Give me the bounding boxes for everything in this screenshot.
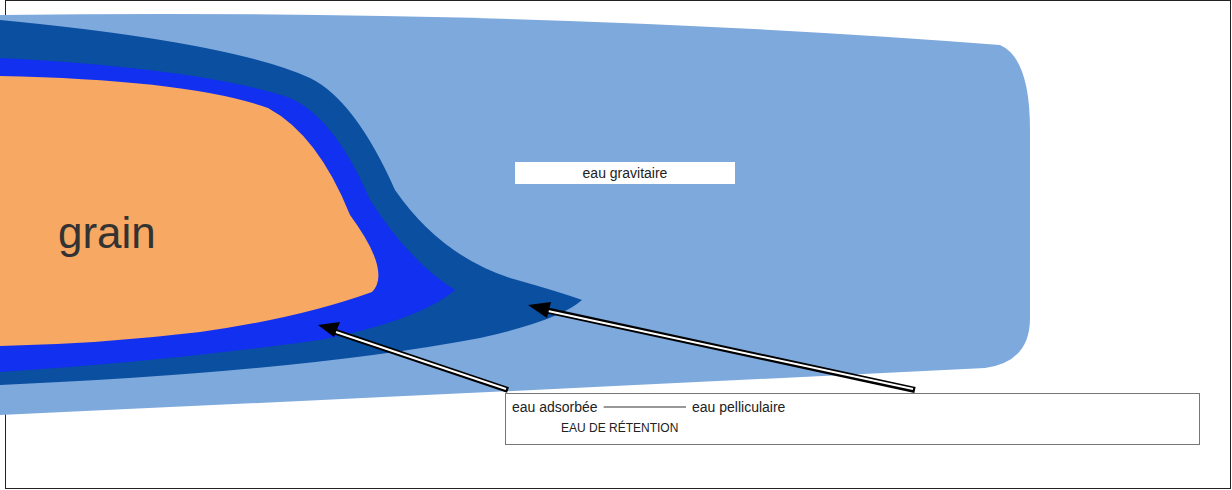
pellicular-water xyxy=(0,20,582,385)
water-type-label: eau adsorbée xyxy=(512,399,598,415)
grain-shape xyxy=(0,76,378,346)
grain-region: grain xyxy=(0,60,380,350)
water-region: eau gravitaire grain xyxy=(0,15,1030,415)
group-label: EAU DE RÉTENTION xyxy=(561,421,678,435)
region-label: eau gravitaire xyxy=(515,162,735,184)
grain-label: grain xyxy=(58,208,156,258)
dash-connector xyxy=(505,393,1200,445)
water-type-label: eau pelliculaire xyxy=(692,399,785,415)
adsorbed-water xyxy=(0,58,455,372)
retention-box: eau adsorbée eau pelliculaireEAU DE RÉTEN… xyxy=(505,393,1200,445)
leader-arrow xyxy=(318,322,508,390)
gravitational-water xyxy=(0,14,1030,415)
leader-arrow xyxy=(528,302,915,390)
